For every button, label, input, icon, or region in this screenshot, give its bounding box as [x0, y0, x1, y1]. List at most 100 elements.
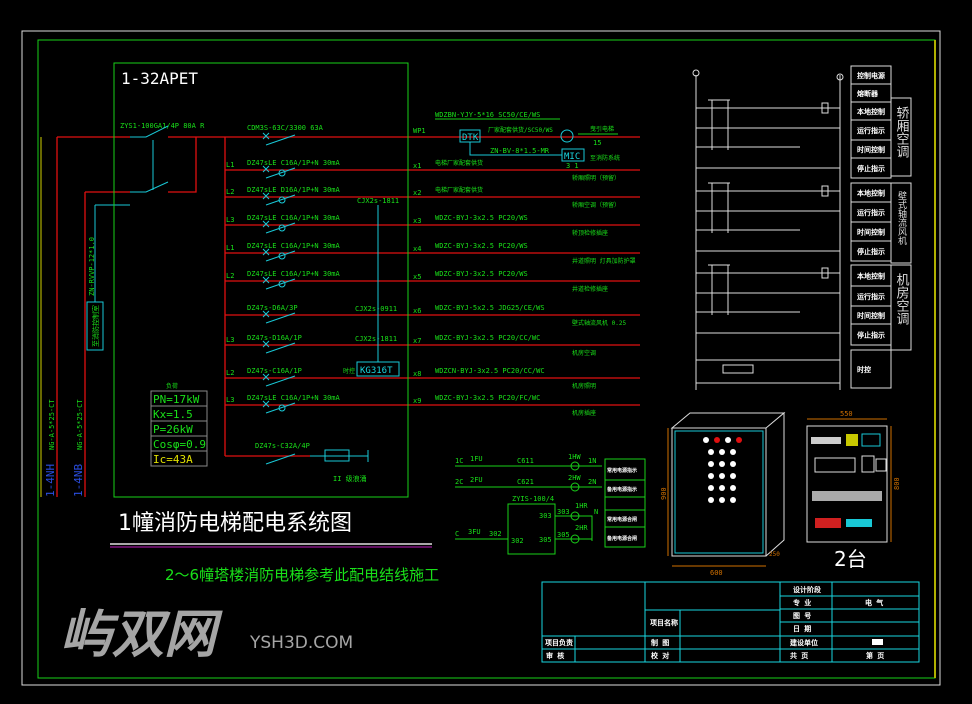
feeder-label-2: 1-4NB: [72, 464, 85, 497]
rcd-icon: [278, 252, 286, 260]
cabinet-depth: 250: [769, 551, 780, 558]
circuit-description: 轿厢空调（预留）: [572, 201, 620, 209]
cabinet-button-icon: [708, 449, 714, 455]
circuit-id: x4: [413, 245, 421, 253]
feeder-label-1: 1-4NH: [44, 464, 57, 497]
circuit-description: 机房照明: [572, 382, 596, 390]
signal-box-label: 至消防控制室: [91, 305, 100, 347]
circuit-id: x5: [413, 273, 421, 281]
tb-client: 建设单位: [790, 638, 818, 647]
relay-coil-icon: [821, 102, 829, 114]
circuit-phase: L2: [226, 272, 234, 280]
load-table-value: Ic=43A: [153, 453, 193, 466]
lamp-1hr: 1HR: [575, 502, 588, 510]
outer-frame: [21, 30, 941, 686]
cabinet-button-icon: [730, 497, 736, 503]
quantity-label: 2台: [834, 547, 867, 571]
indicator-circuit: 1C 1FU C611 1HW 1N 2C 2FU C621 2HW 2N ZY…: [455, 453, 646, 555]
control-legend-label: 本地控制: [856, 189, 885, 198]
load-table-value: PN=17kW: [153, 393, 200, 406]
plate-width: 550: [840, 410, 853, 418]
tb-date: 日 期: [793, 624, 811, 633]
watermark-text: YSH3D.COM: [249, 633, 353, 653]
terminal-305: 305: [539, 536, 552, 544]
cabinet-button-icon: [708, 461, 714, 467]
breaker-symbol: [262, 340, 296, 354]
circuit-breaker: DZ47sLE C16A/1P+N 30mA: [247, 214, 341, 222]
breaker-symbol: [262, 165, 296, 179]
cabinet-button-icon: [703, 437, 709, 443]
tb-drawing-no: 图 号: [793, 611, 811, 620]
cabinet-button-icon: [708, 473, 714, 479]
circuit-id: x3: [413, 217, 421, 225]
r2-wire: C621: [517, 478, 534, 486]
main-switch-symbol: [130, 125, 169, 193]
tb-total-pages: 共 页: [790, 651, 808, 660]
signal-cable: ZN-RVVP-12*1.0: [88, 237, 96, 296]
control-legend-label: 运行指示: [857, 126, 885, 135]
control-group-box: [890, 97, 912, 177]
transfer-switch-box: [507, 503, 556, 555]
cabinet-button-icon: [730, 485, 736, 491]
cabinet-drawing: 900 600 250 550 800 2台: [660, 410, 901, 577]
r3-wire: 302: [489, 530, 502, 538]
lamp-icon: [570, 482, 580, 492]
cabinet-button-icon: [719, 449, 725, 455]
mounting-plate: [806, 425, 888, 543]
tb-discipline-value: 电 气: [865, 598, 883, 607]
plate-height: 800: [893, 477, 901, 490]
cabinet-button-icon: [736, 437, 742, 443]
control-legend-label: 控制电源: [857, 71, 885, 80]
lamp-icon: [570, 461, 580, 471]
motor-label: 曳引电梯: [590, 125, 614, 133]
control-legend-label: 停止指示: [857, 331, 885, 340]
watermark-logo: 屿双网: [60, 605, 223, 665]
legend-4: 常用电源合闸: [607, 516, 637, 523]
cabinet-button-icon: [714, 437, 720, 443]
tb-project-name: 项目名称: [650, 618, 678, 627]
r1-wire: C611: [517, 457, 534, 465]
lamp-2hr: 2HR: [575, 524, 588, 532]
tb-discipline: 专 业: [793, 598, 811, 607]
circuit-cable: 电梯厂家配套供货: [435, 159, 483, 167]
contactor-3: CJX2s-1811: [355, 335, 397, 343]
circuit-id: x6: [413, 307, 421, 315]
contactor-1: CJX2s-1811: [357, 197, 399, 205]
circuit-phase: L2: [226, 369, 234, 377]
wire-305: 305: [557, 531, 570, 539]
mic-cable: ZN-BV-8*1.5-MR: [490, 147, 550, 155]
control-legend-label: 停止指示: [857, 247, 885, 256]
fire-link: 至消防系统: [590, 154, 620, 162]
control-legend-cell: [850, 349, 892, 389]
control-legend: 控制电源熔断器本地控制运行指示时间控制停止指示本地控制运行指示时间控制停止指示本…: [850, 65, 912, 389]
r2-neutral: 2N: [588, 478, 596, 486]
mic-box: [561, 148, 585, 162]
legend-1: 常用电源指示: [607, 467, 637, 474]
cabinet-button-icon: [719, 461, 725, 467]
circuit-cable: WDZC-BYJ-3x2.5 PC20/WS: [435, 242, 528, 250]
title-block: 设计阶段 专 业 电 气 图 号 日 期 项目名称 项目负责 制 图 建设单位 …: [541, 581, 920, 663]
wp1-breaker: CDM3S-63C/3300 63A: [247, 124, 324, 132]
circuit-breaker: DZ47sLE C16A/1P+N 30mA: [247, 394, 341, 402]
relay-coil-icon: [821, 185, 829, 197]
circuit-cable: WDZC-BYJ-3x2.5 PC20/WS: [435, 270, 528, 278]
tb-drafter: 制 图: [651, 638, 669, 647]
breaker-symbol: [262, 310, 296, 324]
circuit-id: x1: [413, 162, 421, 170]
main-switch-label: ZYS1-100GA1/4P 80A R: [120, 122, 205, 130]
wp1-cable: WDZBN-YJY-5*16 SC50/CE/WS: [435, 111, 540, 119]
circuit-breaker: DZ47sLE C16A/1P+N 30mA: [247, 242, 341, 250]
circuit-cable: WDZC-BYJ-3x2.5 PC20/FC/WC: [435, 394, 540, 402]
r2-lamp: 2HW: [568, 474, 581, 482]
watermark: 屿双网 YSH3D.COM: [60, 605, 353, 665]
rcd-icon: [278, 224, 286, 232]
panel-title: 1-32APET: [121, 69, 198, 88]
breaker-symbol: [262, 373, 296, 387]
rcd-icon: [278, 169, 286, 177]
